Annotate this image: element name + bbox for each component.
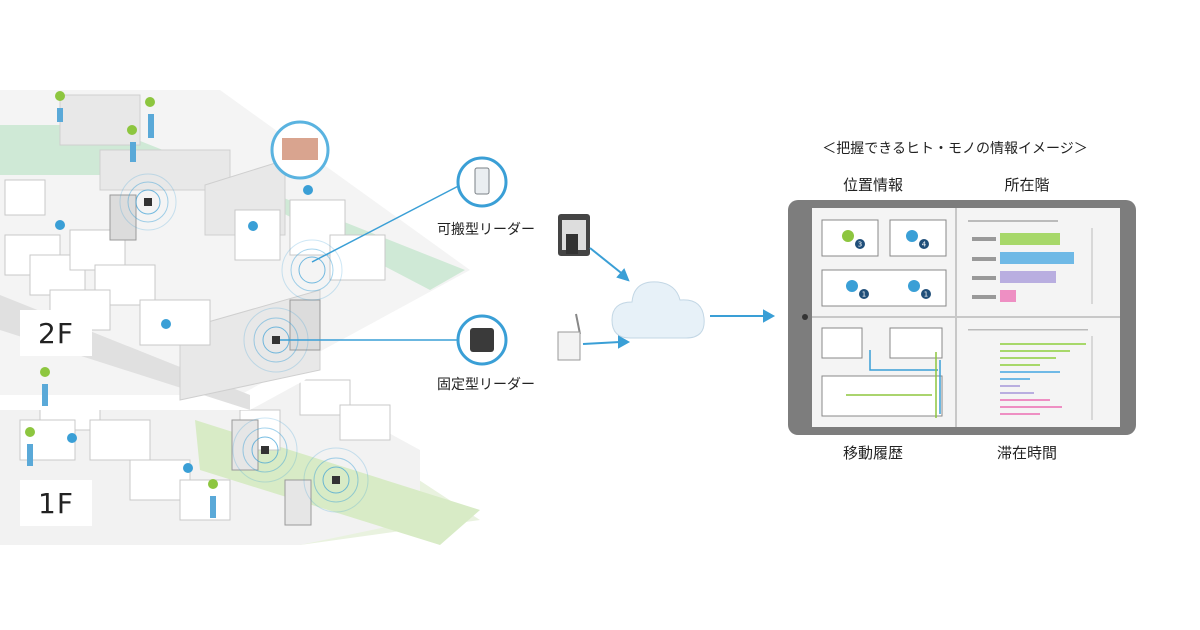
location-pin-icon xyxy=(161,319,171,329)
floor-panel-bars xyxy=(968,220,1093,304)
tablet-camera xyxy=(802,314,808,320)
location-pin-icon xyxy=(208,479,218,489)
tablet-icon xyxy=(558,214,590,256)
fixed-reader-label: 固定型リーダー xyxy=(437,377,535,393)
location-pin-icon xyxy=(25,427,35,437)
panel-title-movement: 移動履歴 xyxy=(842,444,903,462)
building-illustration xyxy=(0,85,480,545)
panel-title-floor: 所在階 xyxy=(1004,176,1050,194)
room-count-badge: 1 xyxy=(924,291,928,299)
rfid-antenna-icon xyxy=(281,239,343,301)
dashboard-title: ＜把握できるヒト・モノの情報イメージ＞ xyxy=(822,141,1088,157)
people xyxy=(27,108,216,518)
fixed-reader-icon xyxy=(456,314,508,366)
location-pin-icon xyxy=(55,220,65,230)
person-icon xyxy=(42,384,48,406)
location-panel-pins xyxy=(842,230,931,299)
panel-title-location: 位置情報 xyxy=(842,176,903,194)
router-icon xyxy=(557,313,581,361)
room-count-badges: 3 4 1 1 xyxy=(858,241,928,299)
flow-arrows xyxy=(582,247,776,349)
rfid-antenna-icon xyxy=(119,173,177,231)
location-pin-icon xyxy=(127,125,137,135)
person-icon xyxy=(148,114,154,138)
doors-2f xyxy=(109,194,321,351)
location-pin-icon xyxy=(145,97,155,107)
location-pin-icon xyxy=(55,91,65,101)
location-pins xyxy=(25,91,313,489)
person-icon xyxy=(130,142,136,162)
location-pin-icon xyxy=(183,463,193,473)
room-count-badge: 4 xyxy=(922,241,927,249)
room-zoom-desk xyxy=(282,138,318,160)
movement-paths xyxy=(846,350,941,418)
room-count-badge: 3 xyxy=(858,241,862,249)
location-pin-icon xyxy=(67,433,77,443)
doors-1f xyxy=(231,419,312,526)
portable-reader-label: 可搬型リーダー xyxy=(437,222,535,238)
movement-panel-rooms xyxy=(821,327,943,417)
location-panel-rooms xyxy=(821,219,947,307)
stay-time-panel-bars xyxy=(968,329,1093,420)
floor-label-2f: 2F xyxy=(20,310,92,356)
room-count-badge: 1 xyxy=(862,291,866,299)
person-icon xyxy=(27,444,33,466)
panel-title-stay-time: 滞在時間 xyxy=(996,444,1057,462)
shelves-2f xyxy=(4,179,386,346)
person-icon xyxy=(210,496,216,518)
connector-lines xyxy=(280,179,471,341)
handheld-reader-icon xyxy=(456,156,508,208)
person-icon xyxy=(57,108,63,122)
rfid-antenna-icon xyxy=(232,417,298,483)
dashboard-tablet: 3 4 1 1 xyxy=(788,200,1136,435)
cloud-icon xyxy=(611,281,705,339)
rfid-antenna-icon xyxy=(303,447,369,513)
floor-label-1f: 1F xyxy=(20,480,92,526)
location-pin-icon xyxy=(40,367,50,377)
location-pin-icon xyxy=(303,185,313,195)
location-pin-icon xyxy=(248,221,258,231)
system-flow xyxy=(456,156,776,366)
antenna-rings xyxy=(119,173,369,513)
